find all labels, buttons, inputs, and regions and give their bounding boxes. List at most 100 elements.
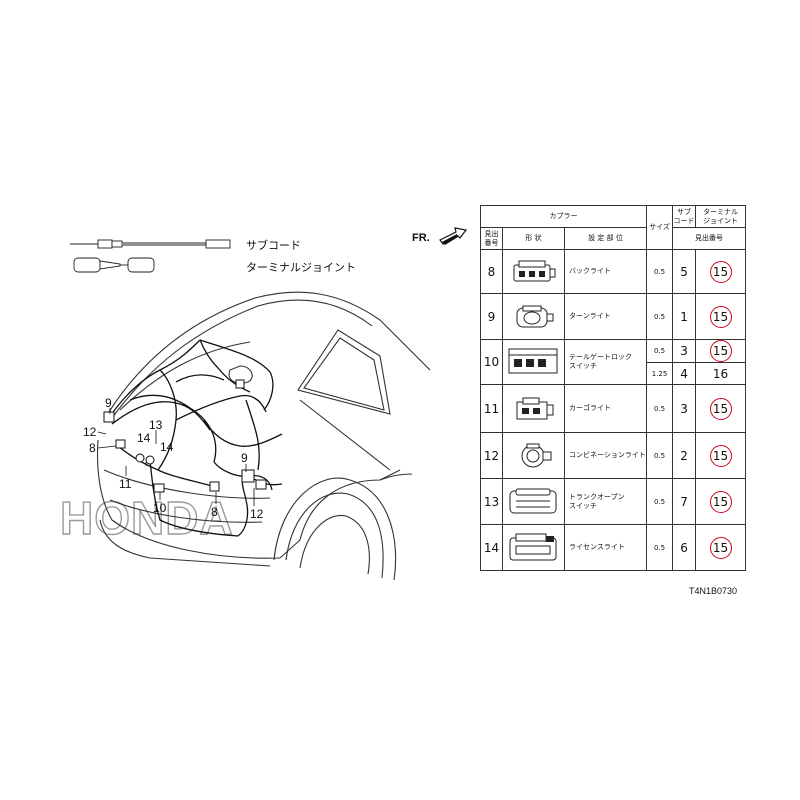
row-size: 0.5 [646,339,674,363]
callout-12-bottom: 12 [250,507,264,521]
row-index: 13 [480,478,503,525]
row-subcord: 1 [672,293,697,340]
header-subcord-text: サブ コード [673,207,695,225]
row-subcord: 5 [672,249,697,294]
callout-9-top: 9 [105,396,112,410]
callout-10: 10 [153,501,167,515]
row-location-text: ライセンスライト [569,543,625,551]
terminal-number-circled: 15 [709,444,732,467]
row-size: 0.5 [646,249,674,294]
callout-11: 11 [119,477,132,491]
row-location-text: カーゴライト [569,404,611,412]
callout-9-bottom: 9 [241,451,248,465]
row-terminal: 15 [695,384,747,433]
terminal-joint-icon [73,257,155,273]
row-terminal: 15 [695,478,747,525]
row-subcord: 3 [672,384,697,433]
header-coupler: カプラー [479,205,648,228]
terminal-number-circled: 15 [709,340,732,362]
row-size: 0.5 [646,432,674,479]
header-terminal: ターミナル ジョイント [695,205,747,228]
row-terminal: 15 [695,339,747,363]
terminal-number-circled: 15 [709,397,732,420]
row-size: 1.25 [646,362,674,385]
callout-12-left: 12 [83,425,97,439]
row-terminal: 15 [695,432,747,479]
row-size: 0.5 [646,524,674,571]
row-subcord: 4 [672,362,697,385]
row-location: コンビネーションライト [563,432,648,479]
orientation-label: FR. [412,232,430,244]
harness-connectors [103,379,267,493]
row-location: トランクオープン スイッチ [563,478,648,525]
header-subcord: サブ コード [672,205,697,228]
terminal-number-circled: 15 [709,490,732,513]
row-location: ライセンスライト [563,524,648,571]
terminal-number-circled: 15 [709,260,732,283]
connector-shape-icon [502,384,565,433]
callout-14-right: 14 [160,440,174,454]
row-location-text: バックライト [569,267,611,275]
row-location: ターンライト [563,293,648,340]
terminal-joint-label: ターミナルジョイント [246,261,356,274]
header-index-text: 見出 番号 [484,229,499,247]
row-subcord: 2 [672,432,697,479]
row-location-text: ターンライト [569,312,611,320]
connector-shape-icon [502,249,565,294]
honda-watermark: HONDA [60,492,234,544]
row-index: 12 [480,432,503,479]
row-index: 10 [480,339,503,385]
row-index: 8 [480,249,503,294]
callout-leaders [97,408,255,506]
row-subcord: 6 [672,524,697,571]
header-terminal-text: ターミナル ジョイント [703,207,739,225]
row-terminal: 15 [695,249,747,294]
row-index: 14 [480,524,503,571]
header-location: 設 定 部 位 [563,227,648,250]
row-index: 9 [480,293,503,340]
row-size: 0.5 [646,384,674,433]
sub-cord-label: サブコード [246,239,301,252]
row-terminal: 15 [695,293,747,340]
callout-8-left: 8 [89,441,96,455]
drawing-code: T4N1B0730 [689,586,738,596]
callout-13: 13 [149,418,163,432]
row-location: バックライト [563,249,648,294]
row-location-text: テールゲートロック スイッチ [569,353,632,370]
row-location-text: コンビネーションライト [569,451,646,459]
sub-cord-icon [70,239,231,249]
row-size: 0.5 [646,293,674,340]
header-shape: 形 状 [502,227,565,250]
connector-shape-icon [502,524,565,571]
row-terminal: 15 [695,524,747,571]
car-body-outline [96,291,431,581]
connector-shape-icon [502,339,565,385]
row-size: 0.5 [646,478,674,525]
connector-shape-icon [502,432,565,479]
callout-14-left: 14 [137,431,151,445]
row-terminal: 16 [695,362,747,385]
terminal-number-circled: 15 [709,536,732,559]
row-index: 11 [480,384,503,433]
connector-shape-icon [502,293,565,340]
front-direction-arrow-icon [439,227,468,245]
row-location: テールゲートロック スイッチ [563,339,648,385]
header-size: サイズ [646,205,674,250]
row-subcord: 3 [672,339,697,363]
row-location-text: トランクオープン スイッチ [569,492,625,510]
connector-shape-icon [502,478,565,525]
callout-8-bottom: 8 [211,505,218,519]
row-subcord: 7 [672,478,697,525]
header-index-no: 見出番号 [672,227,747,250]
header-index: 見出 番号 [480,227,503,250]
